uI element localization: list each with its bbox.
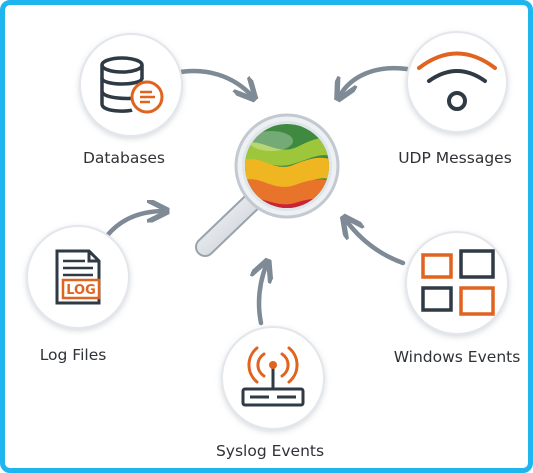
log-files-node: LOG	[26, 225, 130, 329]
magnifier-icon	[195, 113, 340, 257]
router-icon	[241, 346, 305, 407]
database-icon	[100, 56, 164, 114]
syslog-events-node	[221, 326, 325, 430]
arrow-syslog-events	[259, 263, 267, 326]
log-badge-text: LOG	[66, 283, 96, 298]
arrow-databases	[172, 68, 253, 97]
wifi-icon	[417, 51, 497, 111]
udp-messages-node	[406, 31, 508, 133]
label-windows-events: Windows Events	[393, 348, 521, 366]
log-file-icon: LOG	[55, 249, 101, 305]
label-log-files: Log Files	[39, 346, 107, 364]
databases-node	[79, 33, 183, 137]
windows-events-node	[405, 231, 509, 335]
arrow-udp-messages	[339, 65, 410, 97]
label-databases: Databases	[82, 149, 166, 167]
windows-icon	[421, 249, 495, 316]
label-syslog-events: Syslog Events	[215, 442, 325, 460]
diagram-canvas: LOG	[26, 31, 509, 430]
label-udp-messages: UDP Messages	[398, 149, 512, 167]
arrow-windows-events	[345, 219, 406, 266]
arrow-log-files	[103, 211, 165, 240]
